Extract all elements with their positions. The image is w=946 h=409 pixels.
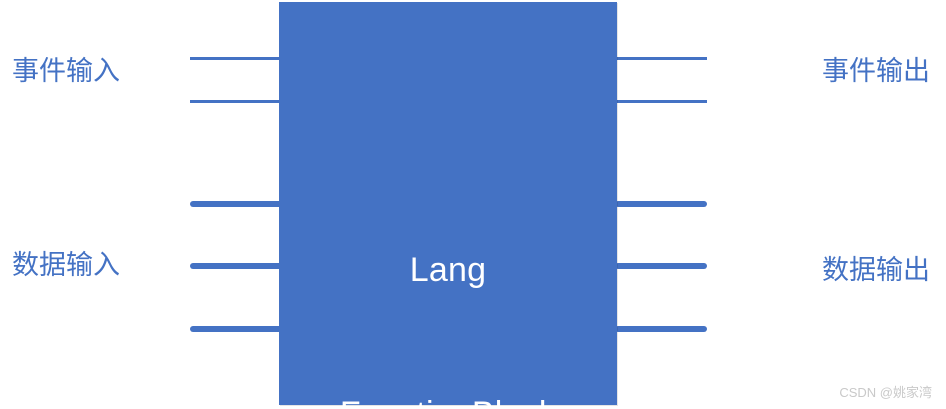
data-output-label: 数据输出 [822, 255, 930, 285]
event-input-connector-1 [190, 57, 282, 60]
data-output-connector-2 [615, 263, 707, 269]
event-output-connector-2 [615, 100, 707, 103]
data-output-connector-3 [615, 326, 707, 332]
function-block-label-line-1: Lang [409, 251, 487, 289]
data-input-connector-2 [190, 263, 282, 269]
function-block[interactable]: Lang FunctionBlock [279, 2, 617, 409]
event-input-connector-2 [190, 100, 282, 103]
function-block-label: Lang FunctionBlock [279, 150, 617, 409]
data-input-label: 数据输入 [12, 250, 120, 280]
event-input-label: 事件输入 [12, 56, 120, 86]
data-output-connector-1 [615, 201, 707, 207]
event-output-label: 事件输出 [822, 56, 930, 86]
watermark: CSDN @姚家湾 [839, 385, 932, 400]
data-input-connector-1 [190, 201, 282, 207]
function-block-label-line-2: FunctionBlock [279, 390, 617, 409]
event-output-connector-1 [615, 57, 707, 60]
data-input-connector-3 [190, 326, 282, 332]
